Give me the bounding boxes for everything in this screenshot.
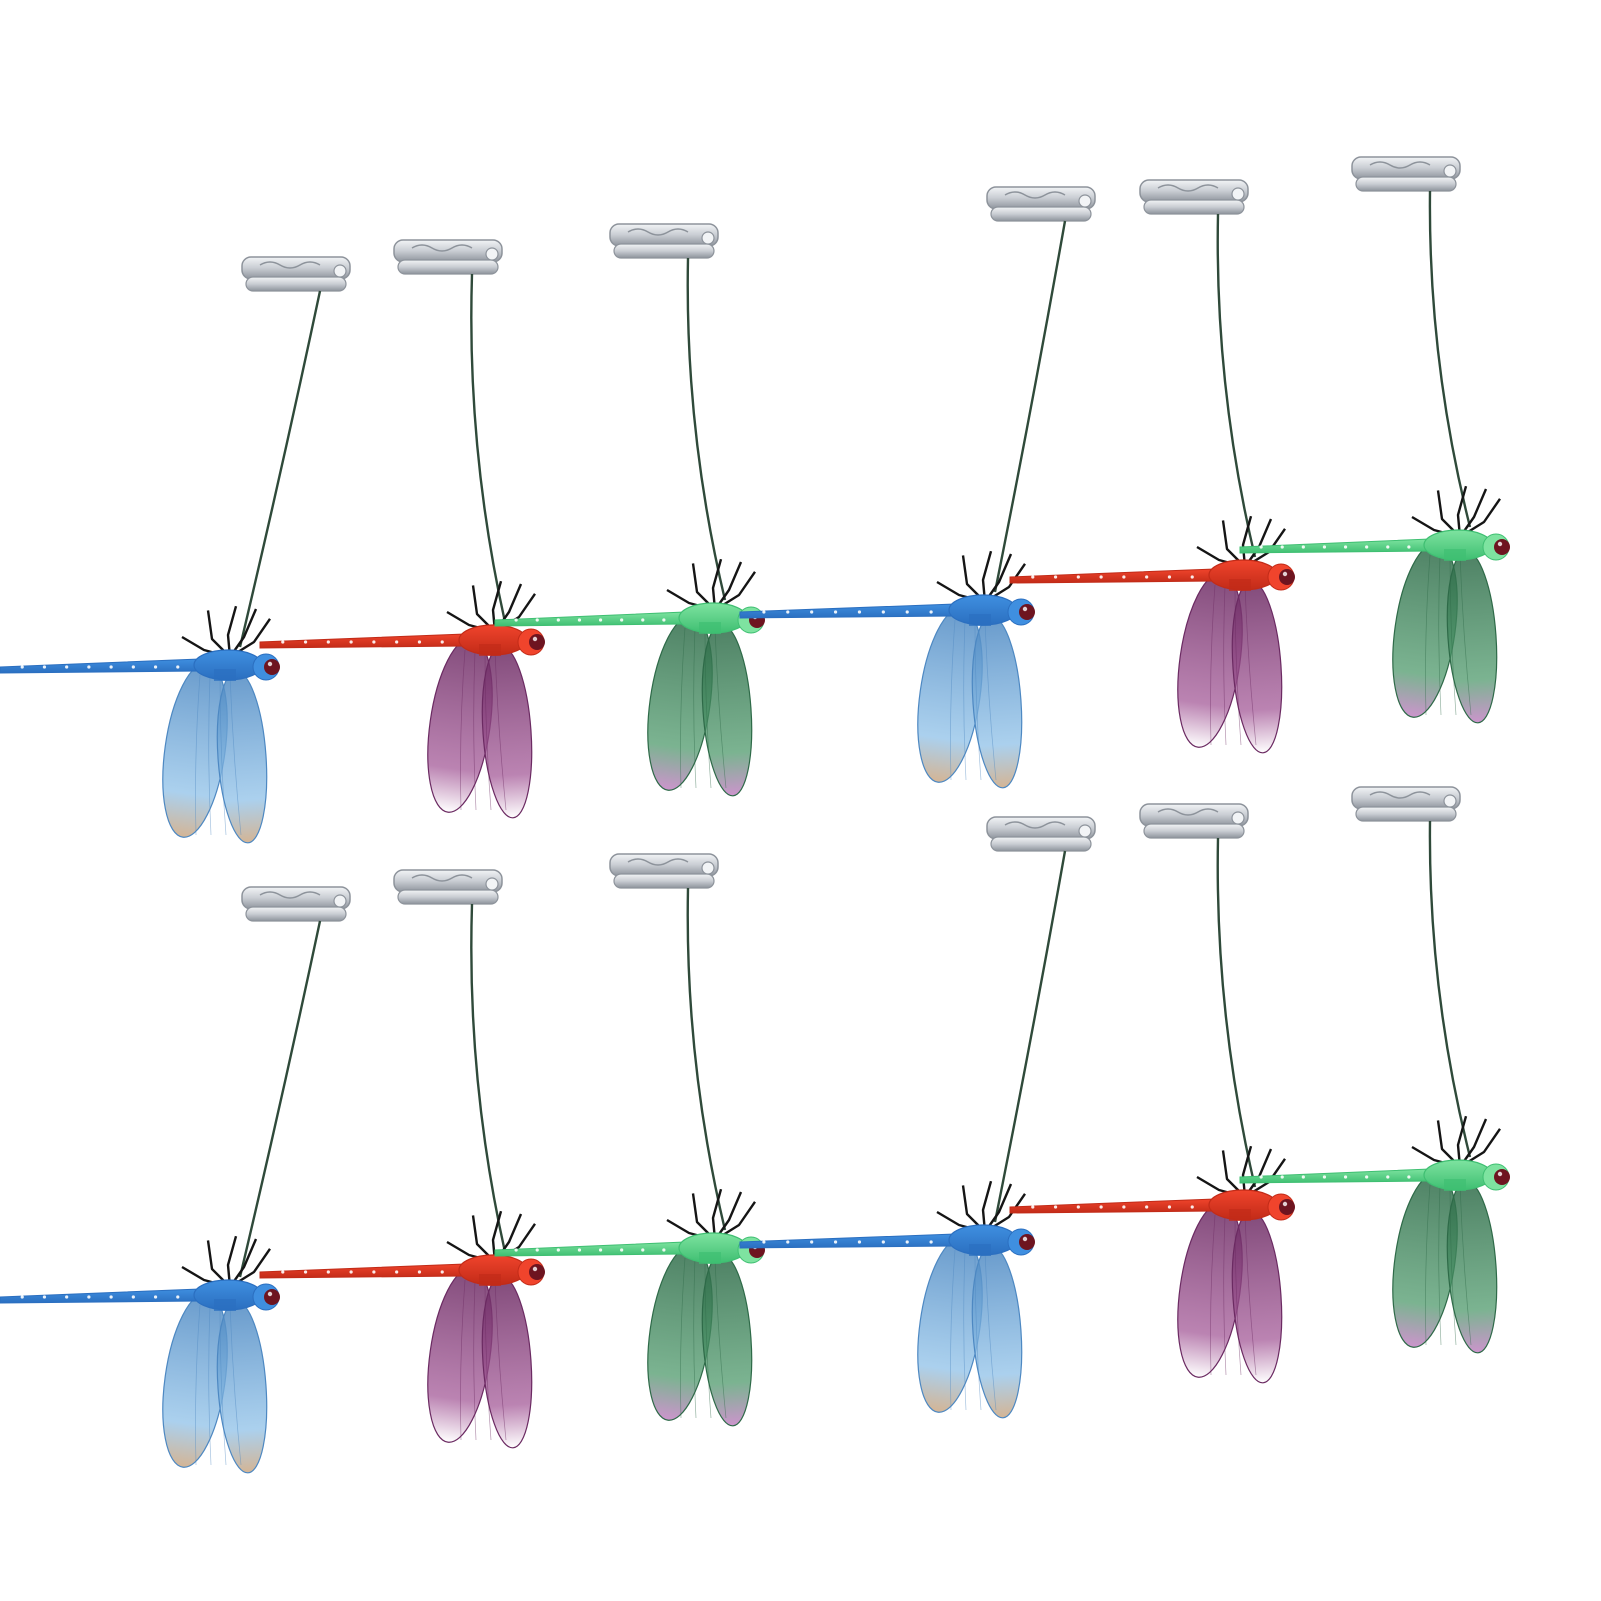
dragonfly-wings <box>1177 1202 1283 1384</box>
dragonfly-body <box>1009 559 1295 591</box>
dragonfly-wings <box>647 615 753 797</box>
dragonfly-body <box>739 594 1035 626</box>
dragonfly-body <box>1239 529 1510 561</box>
hanging-wire <box>238 920 322 1278</box>
metal-clip <box>393 239 503 275</box>
dragonfly-clip-red <box>259 869 545 1449</box>
dragonfly-body <box>259 624 545 656</box>
dragonfly-clip-red <box>1009 179 1295 754</box>
dragonfly-clip-set <box>0 156 1510 1474</box>
dragonfly-body <box>259 1254 545 1286</box>
dragonfly-clip-blue <box>0 886 351 1474</box>
hanging-wire <box>238 290 322 648</box>
dragonfly-clip-green <box>1239 786 1510 1354</box>
dragonfly-eye <box>529 1264 545 1280</box>
dragonfly-eye <box>1279 1199 1295 1215</box>
dragonfly-eye <box>1279 569 1295 585</box>
dragonfly-body <box>0 1279 280 1311</box>
hanging-wire <box>1428 190 1472 528</box>
metal-clip <box>1351 786 1461 822</box>
metal-clip <box>1139 179 1249 215</box>
metal-clip <box>241 886 351 922</box>
hanging-wire <box>470 903 507 1253</box>
dragonfly-clip-red <box>1009 803 1295 1384</box>
metal-clip <box>393 869 503 905</box>
dragonfly-wings <box>162 1292 268 1474</box>
dragonfly-wings <box>427 637 533 819</box>
dragonfly-eye <box>264 1289 280 1305</box>
hanging-wire <box>470 273 507 623</box>
hanging-wire <box>1428 820 1472 1158</box>
dragonfly-wings <box>1392 542 1498 724</box>
dragonfly-wings <box>1177 572 1283 754</box>
dragonfly-wings <box>917 607 1023 789</box>
dragonfly-clip-blue <box>0 256 351 844</box>
hanging-wire <box>993 220 1067 593</box>
dragonfly-wings <box>917 1237 1023 1419</box>
dragonfly-wings <box>162 662 268 844</box>
metal-clip <box>609 223 719 259</box>
dragonfly-body <box>0 649 280 681</box>
dragonfly-clip-red <box>259 239 545 819</box>
metal-clip <box>241 256 351 292</box>
metal-clip <box>986 816 1096 852</box>
dragonfly-eye <box>1494 539 1510 555</box>
dragonfly-eye <box>264 659 280 675</box>
dragonfly-eye <box>1019 604 1035 620</box>
dragonfly-body <box>739 1224 1035 1256</box>
dragonfly-body <box>1009 1189 1295 1221</box>
dragonfly-eye <box>1494 1169 1510 1185</box>
dragonfly-clip-green <box>494 853 765 1427</box>
metal-clip <box>986 186 1096 222</box>
hanging-wire <box>686 257 727 601</box>
dragonfly-clip-blue <box>739 816 1096 1419</box>
hanging-wire <box>686 887 727 1231</box>
metal-clip <box>1139 803 1249 839</box>
dragonfly-eye <box>529 634 545 650</box>
dragonfly-wings <box>427 1267 533 1449</box>
dragonfly-body <box>1239 1159 1510 1191</box>
dragonfly-body <box>494 602 765 634</box>
hanging-wire <box>1216 837 1257 1188</box>
dragonfly-clip-blue <box>739 186 1096 789</box>
metal-clip <box>609 853 719 889</box>
hanging-wire <box>1216 213 1257 558</box>
dragonfly-wings <box>1392 1172 1498 1354</box>
dragonfly-eye <box>1019 1234 1035 1250</box>
dragonfly-clip-green <box>494 223 765 797</box>
dragonfly-wings <box>647 1245 753 1427</box>
dragonfly-clip-green <box>1239 156 1510 724</box>
hanging-wire <box>993 850 1067 1223</box>
metal-clip <box>1351 156 1461 192</box>
